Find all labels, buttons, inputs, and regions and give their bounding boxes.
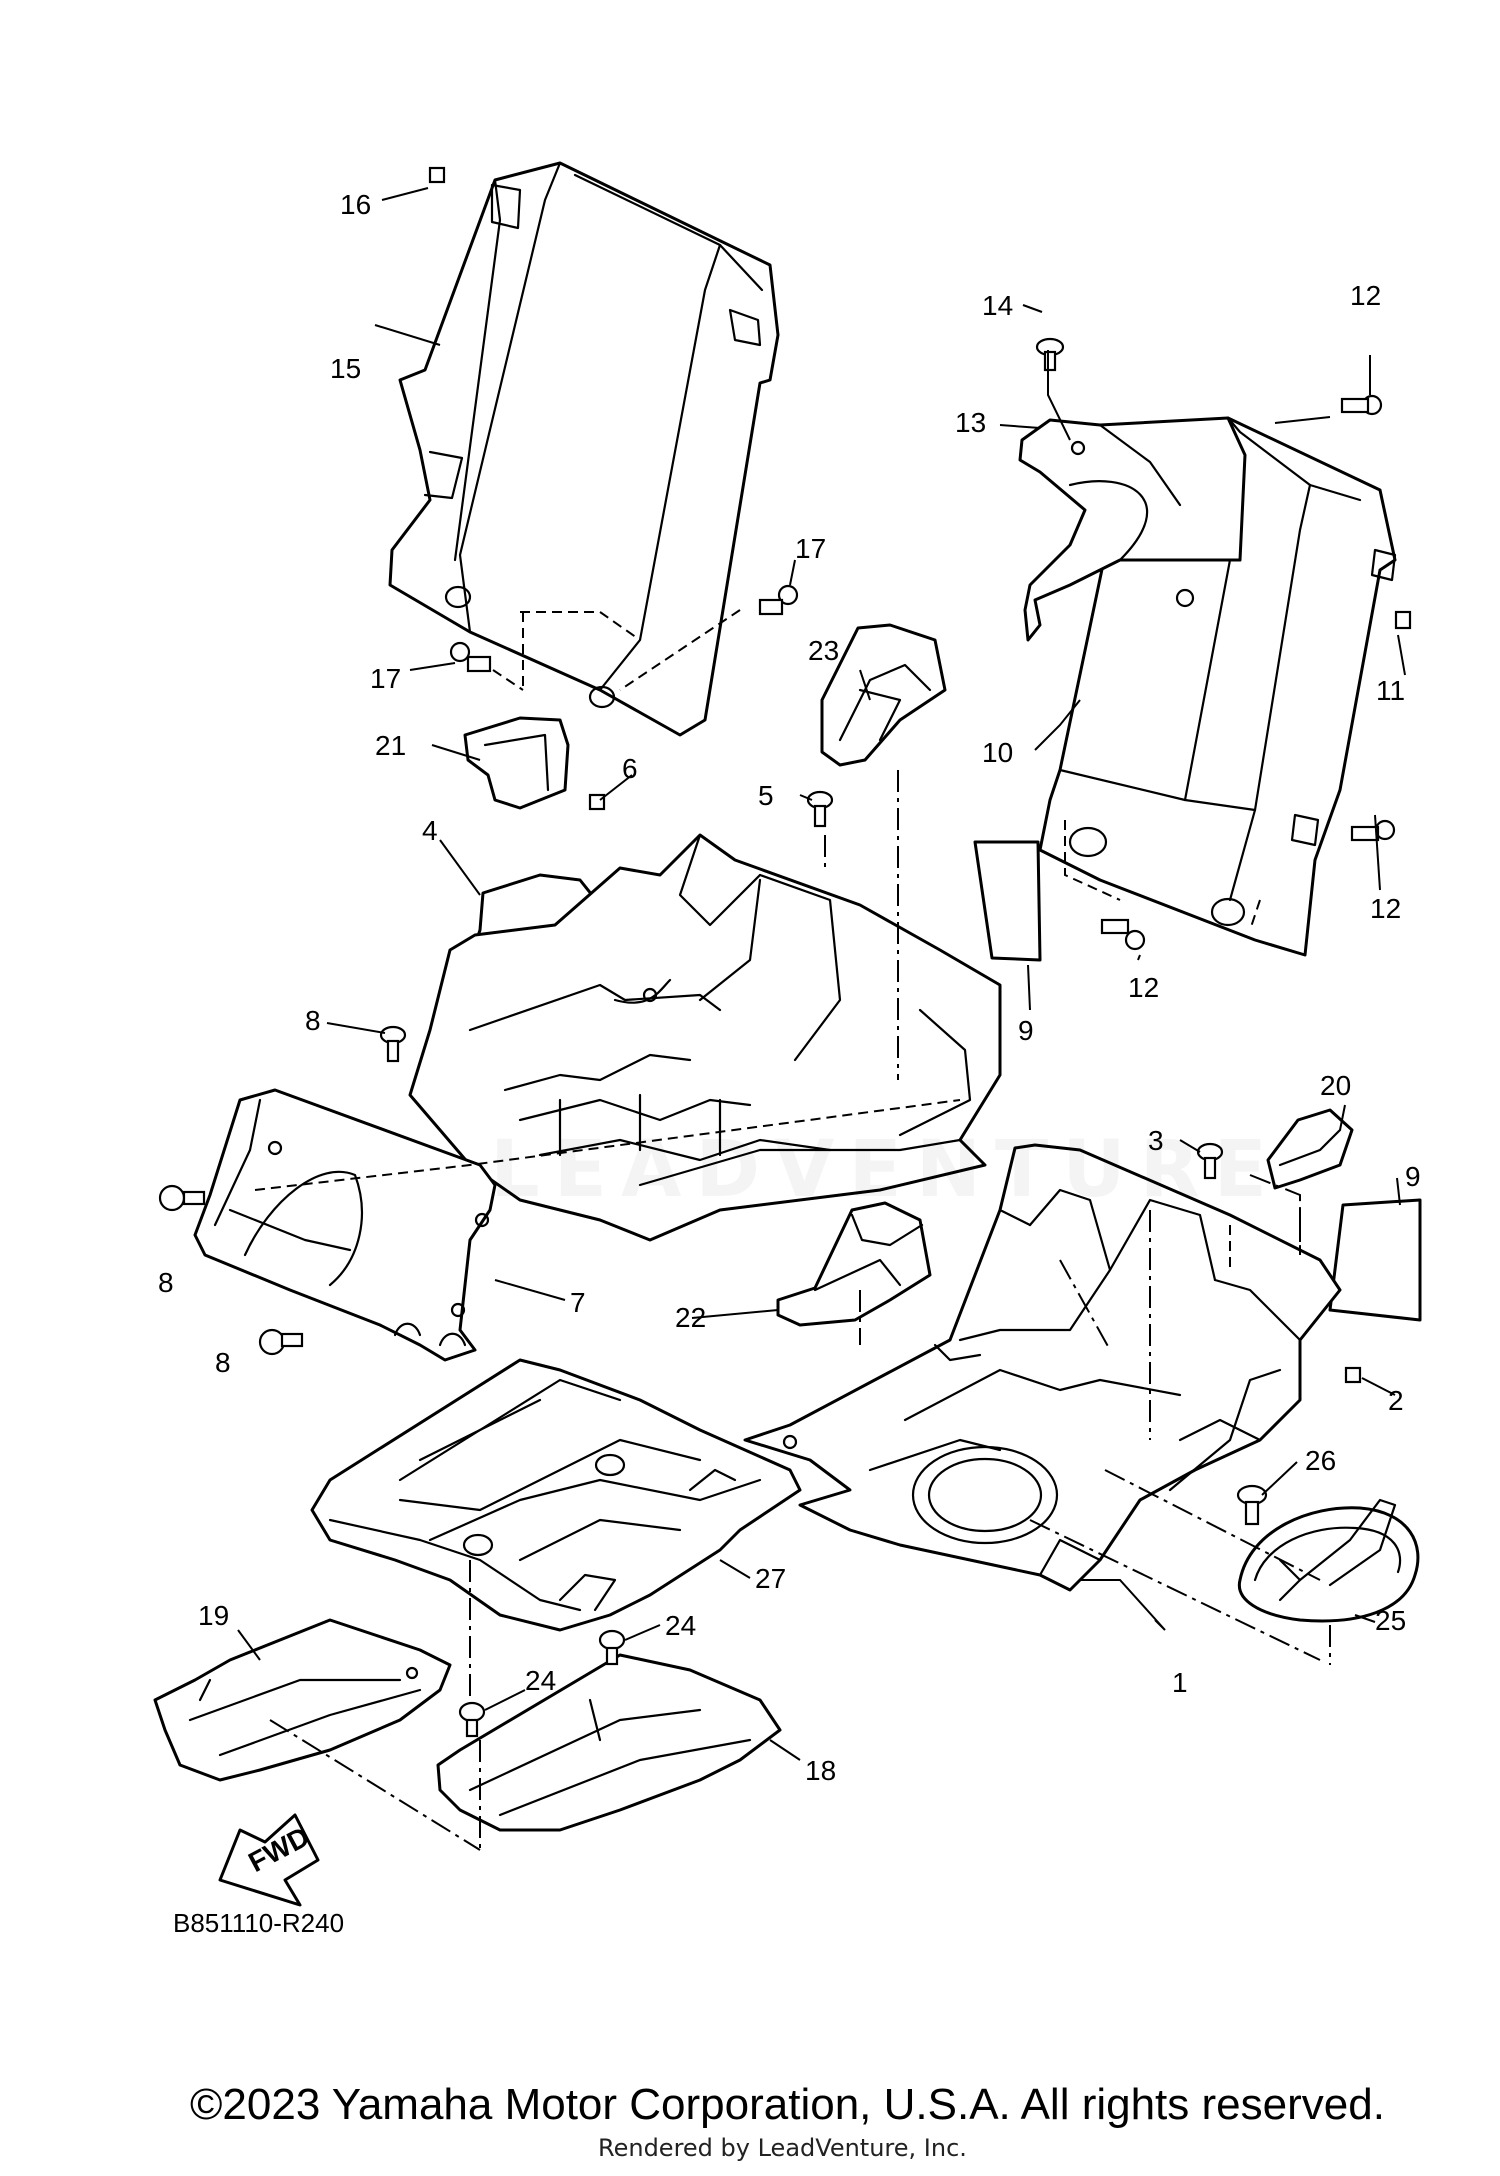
callout-13[interactable]: 13	[955, 407, 986, 438]
callout-16[interactable]: 16	[340, 189, 371, 220]
parts-diagram: FWD	[153, 161, 1422, 1907]
fastener-12-clip-a[interactable]	[1340, 394, 1383, 416]
fastener-12-clip-b[interactable]	[1350, 819, 1396, 842]
fastener-8-clip-a[interactable]	[379, 1025, 407, 1063]
part-15-rear-panel[interactable]	[388, 161, 780, 737]
part-27-skid-plate[interactable]	[310, 1358, 802, 1632]
fastener-8-clip-b[interactable]	[158, 1184, 206, 1212]
fastener-16-nut[interactable]	[428, 166, 446, 184]
fastener-24-screw-a[interactable]	[598, 1629, 626, 1666]
fastener-6-nut[interactable]	[588, 793, 606, 811]
callout-4[interactable]: 4	[422, 815, 438, 846]
part-13-heat-guard[interactable]	[1018, 416, 1247, 642]
part-9-pad-upper[interactable]	[973, 840, 1042, 962]
callout-9-upper[interactable]: 9	[1018, 1015, 1034, 1046]
fastener-3-clip[interactable]	[1196, 1142, 1224, 1180]
callout-8-left[interactable]: 8	[158, 1267, 174, 1298]
fastener-11-nut[interactable]	[1394, 610, 1412, 630]
callout-27[interactable]: 27	[755, 1563, 786, 1594]
callout-14[interactable]: 14	[982, 290, 1013, 321]
callout-11[interactable]: 11	[1376, 675, 1405, 706]
callout-17-upper[interactable]: 17	[795, 533, 826, 564]
callout-6[interactable]: 6	[622, 753, 638, 784]
part-1-lower-floor-tray[interactable]	[743, 1143, 1342, 1592]
leader-lines	[237, 187, 1406, 1761]
callout-8-upper[interactable]: 8	[305, 1005, 321, 1036]
fastener-2-nut[interactable]	[1344, 1366, 1362, 1384]
callout-23[interactable]: 23	[808, 635, 839, 666]
reference-lines	[254, 609, 1331, 1851]
watermark: LEADVENTURE	[490, 1125, 1281, 1215]
callout-24-lower[interactable]: 24	[525, 1665, 556, 1696]
callout-20[interactable]: 20	[1320, 1070, 1351, 1101]
fastener-24-screw-b[interactable]	[458, 1701, 486, 1738]
callout-12-bottom[interactable]: 12	[1128, 972, 1159, 1003]
fastener-8-clip-c[interactable]	[258, 1328, 304, 1356]
callout-7[interactable]: 7	[570, 1287, 586, 1318]
fastener-5-clip[interactable]	[806, 790, 834, 828]
callout-22[interactable]: 22	[675, 1302, 706, 1333]
callout-15[interactable]: 15	[330, 353, 361, 384]
callout-25[interactable]: 25	[1375, 1605, 1406, 1636]
fastener-17-clip-a[interactable]	[758, 584, 799, 616]
fastener-14-bolt[interactable]	[1035, 337, 1065, 372]
part-9-pad-lower[interactable]	[1328, 1198, 1422, 1322]
callout-21[interactable]: 21	[375, 730, 406, 761]
part-7-front-panel[interactable]	[193, 1088, 497, 1362]
callout-10[interactable]: 10	[982, 737, 1013, 768]
callout-5[interactable]: 5	[758, 780, 774, 811]
callout-26[interactable]: 26	[1305, 1445, 1336, 1476]
callout-24-upper[interactable]: 24	[665, 1610, 696, 1641]
fastener-17-clip-b[interactable]	[449, 641, 492, 673]
diagram-id: B851110-R240	[173, 1908, 345, 1938]
fastener-26-bolt[interactable]	[1236, 1484, 1268, 1526]
callout-1[interactable]: 1	[1172, 1667, 1188, 1698]
fastener-12-clip-c[interactable]	[1100, 918, 1146, 951]
copyright-notice: ©2023 Yamaha Motor Corporation, U.S.A. A…	[190, 2080, 1385, 2129]
callout-8-lower[interactable]: 8	[215, 1347, 231, 1378]
rendered-by-notice: Rendered by LeadVenture, Inc.	[598, 2134, 967, 2162]
callout-19[interactable]: 19	[198, 1600, 229, 1631]
part-23-bracket[interactable]	[820, 623, 947, 767]
callout-3[interactable]: 3	[1148, 1125, 1164, 1156]
callout-12-top[interactable]: 12	[1350, 280, 1381, 311]
callout-2[interactable]: 2	[1388, 1385, 1404, 1416]
part-25-round-cover[interactable]	[1237, 1498, 1420, 1623]
callout-12-right[interactable]: 12	[1370, 893, 1401, 924]
fwd-direction-arrow: FWD	[218, 1813, 320, 1907]
callout-9-lower[interactable]: 9	[1405, 1161, 1421, 1192]
part-19-front-skid[interactable]	[153, 1618, 452, 1782]
part-callouts: 16 15 17 17 14 13 12 11 12 12 10 23 21 6…	[158, 189, 1421, 1786]
part-22-bracket[interactable]	[776, 1201, 932, 1327]
upper-floor-tray[interactable]	[408, 833, 1002, 1242]
part-18-rear-skid[interactable]	[436, 1653, 782, 1832]
callout-17-lower[interactable]: 17	[370, 663, 401, 694]
callout-18[interactable]: 18	[805, 1755, 836, 1786]
part-21-bracket[interactable]	[463, 716, 570, 810]
